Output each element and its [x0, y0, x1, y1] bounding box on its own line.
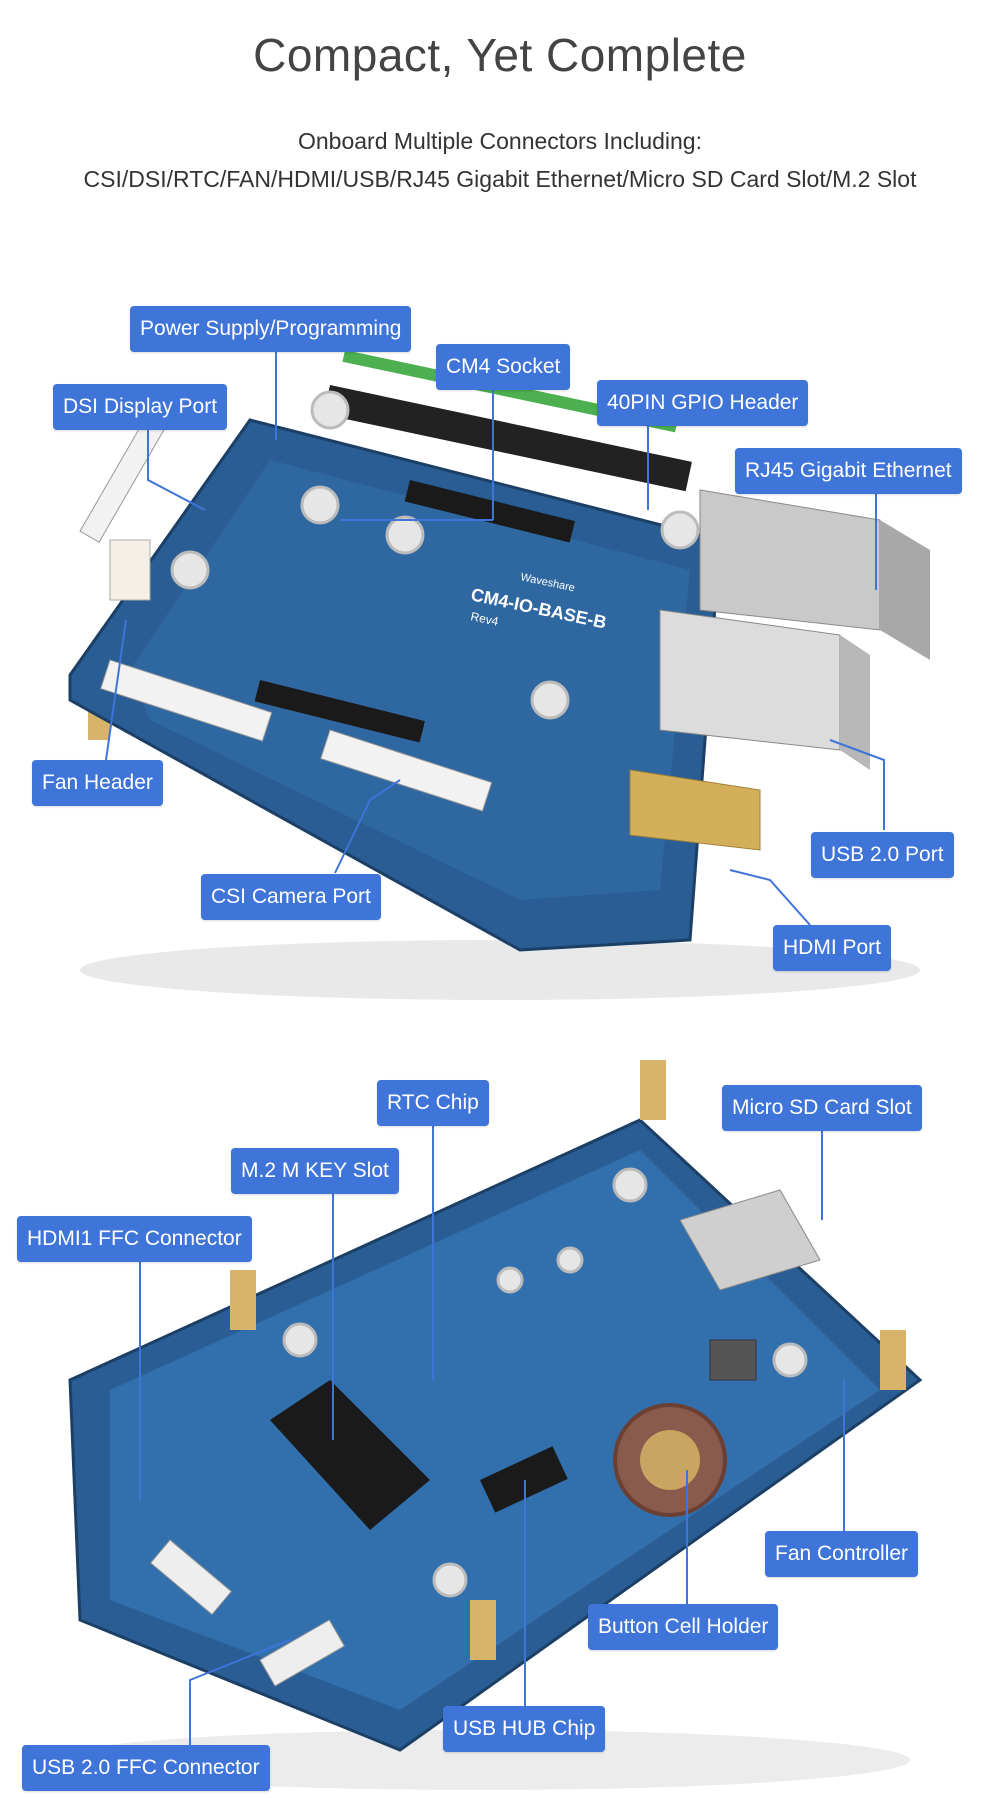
top-board-illustration: CM4-IO-BASE-B Rev4 Waveshare [68, 350, 930, 1000]
callout-button-cell: Button Cell Holder [588, 1604, 779, 1650]
callout-m2-slot: M.2 M KEY Slot [231, 1148, 399, 1194]
callout-fan-controller: Fan Controller [765, 1531, 919, 1577]
callout-usb-hub: USB HUB Chip [443, 1706, 606, 1752]
callout-cm4-socket: CM4 Socket [436, 344, 571, 390]
callout-hdmi-port: HDMI Port [773, 925, 892, 971]
bottom-board-photo [0, 1060, 1000, 1798]
callout-rj45: RJ45 Gigabit Ethernet [735, 448, 962, 494]
callout-dsi-display: DSI Display Port [53, 384, 228, 430]
subtitle-line-1: Onboard Multiple Connectors Including: [297, 128, 702, 154]
callout-usb20-port: USB 2.0 Port [811, 832, 954, 878]
top-board-photo: CM4-IO-BASE-B Rev4 Waveshare [0, 290, 1000, 1010]
callout-power-supply: Power Supply/Programming [130, 306, 412, 352]
subtitle-line-2: CSI/DSI/RTC/FAN/HDMI/USB/RJ45 Gigabit Et… [83, 166, 917, 192]
board-rev: Rev4 [469, 609, 500, 629]
bottom-board-illustration [50, 1060, 923, 1790]
callout-csi-camera: CSI Camera Port [201, 874, 381, 920]
page-title: Compact, Yet Complete [253, 29, 747, 81]
callout-hdmi1-ffc: HDMI1 FFC Connector [17, 1216, 252, 1262]
callout-rtc-chip: RTC Chip [377, 1080, 489, 1126]
callout-fan-header: Fan Header [32, 760, 163, 806]
callout-usb20-ffc: USB 2.0 FFC Connector [22, 1745, 270, 1791]
callout-gpio-header: 40PIN GPIO Header [597, 380, 809, 426]
callout-micro-sd: Micro SD Card Slot [722, 1085, 922, 1131]
